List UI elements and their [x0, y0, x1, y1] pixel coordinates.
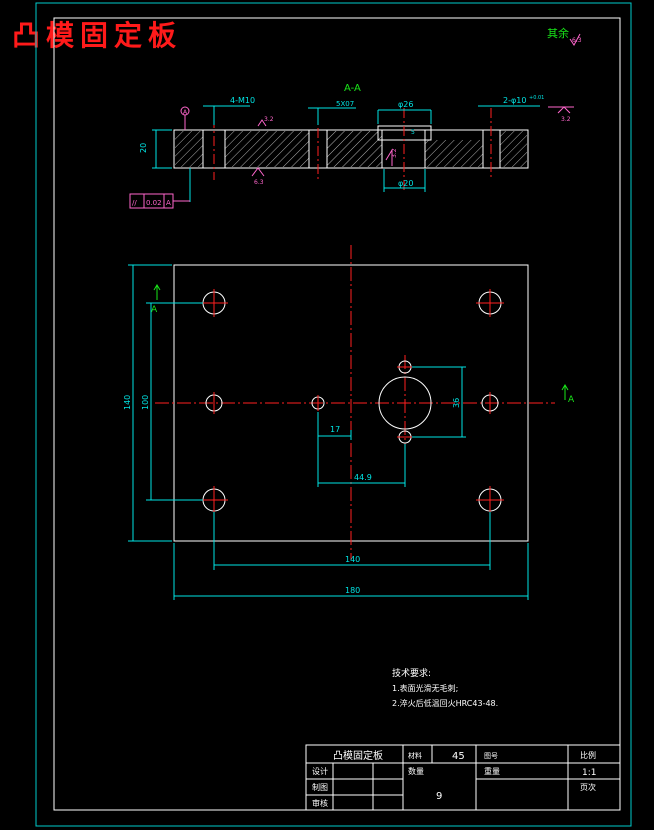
section-mark-left: A [151, 305, 158, 315]
plan-dimension-lines [128, 264, 529, 600]
hatch-region [425, 140, 483, 167]
dim-height-outer: 140 [123, 395, 132, 410]
tb-scale: 1:1 [582, 768, 596, 778]
section-centerlines [213, 108, 492, 190]
callout-pin-holes: 5X07 [336, 100, 354, 108]
tb-part-name: 凸模固定板 [333, 749, 383, 762]
tb-quantity-label: 数量 [408, 766, 424, 776]
overlay-title: 凸模固定板 [12, 19, 183, 52]
notes-item-1: 1.表面光滑无毛刺; [392, 683, 458, 693]
roughness-note-label: 其余 [547, 26, 569, 40]
dim-bore-span: 36 [452, 398, 461, 408]
title-block-grid [305, 744, 621, 811]
dim-width-inner: 140 [345, 555, 360, 564]
callout-counterbore: φ26 [398, 100, 413, 109]
dim-offset-a: 17 [330, 425, 340, 434]
tb-designer-label: 设计 [312, 766, 328, 776]
roughness-value: 3.2 [561, 116, 571, 123]
dim-step-depth: 5 [411, 129, 415, 136]
tb-material: 45 [452, 751, 465, 762]
tb-material-label: 材料 [408, 751, 422, 760]
notes-item-2: 2.淬火后低温回火HRC43-48. [392, 698, 498, 708]
section-cut-mark-icon [153, 284, 569, 400]
dim-section-height: 20 [139, 143, 148, 153]
tb-drawing-no-label: 图号 [484, 752, 498, 760]
callout-bore: φ20 [398, 179, 413, 188]
dim-width-outer: 180 [345, 586, 360, 595]
section-outline [173, 129, 529, 169]
callout-tapped-holes: 4-M10 [230, 96, 255, 105]
tolerance-value: 0.02 [146, 199, 162, 207]
datum-label: A [183, 109, 188, 116]
tb-reviewer-label: 审核 [312, 798, 328, 808]
tb-drafter-label: 制图 [312, 782, 328, 792]
hatch-region [500, 131, 527, 167]
section-dimension-lines [152, 105, 540, 202]
notes-heading: 技术要求: [392, 667, 431, 679]
hatch-region [225, 131, 309, 167]
section-hole-lines [202, 125, 501, 168]
section-label: A-A [344, 83, 361, 94]
hole-center-marks [200, 289, 504, 514]
callout-dowel-tolerance: +0.01 [529, 95, 544, 101]
dim-offset-b: 44.9 [354, 473, 372, 482]
tb-weight-label: 重量 [484, 766, 500, 776]
tolerance-datum: A [166, 199, 171, 207]
tolerance-symbol: // [132, 199, 137, 207]
tolerance-frame [129, 193, 190, 209]
callout-dowel-holes: 2-φ10 [503, 96, 526, 105]
roughness-value: 6.3 [254, 179, 264, 186]
tb-sheet-label: 页次 [580, 782, 596, 792]
roughness-note-value: 6.3 [572, 37, 582, 44]
hatch-region [327, 131, 382, 167]
tb-scale-label: 比例 [580, 750, 596, 760]
tb-sheet-value: 9 [436, 791, 442, 802]
roughness-mark-icon [251, 106, 574, 177]
roughness-value: 3.2 [391, 148, 398, 158]
roughness-symbol-icon [569, 33, 581, 46]
dim-height-inner: 100 [141, 395, 150, 410]
section-mark-right: A [568, 395, 575, 405]
roughness-value: 3.2 [264, 116, 274, 123]
hatch-region [175, 131, 203, 167]
outer-frame [35, 2, 632, 827]
